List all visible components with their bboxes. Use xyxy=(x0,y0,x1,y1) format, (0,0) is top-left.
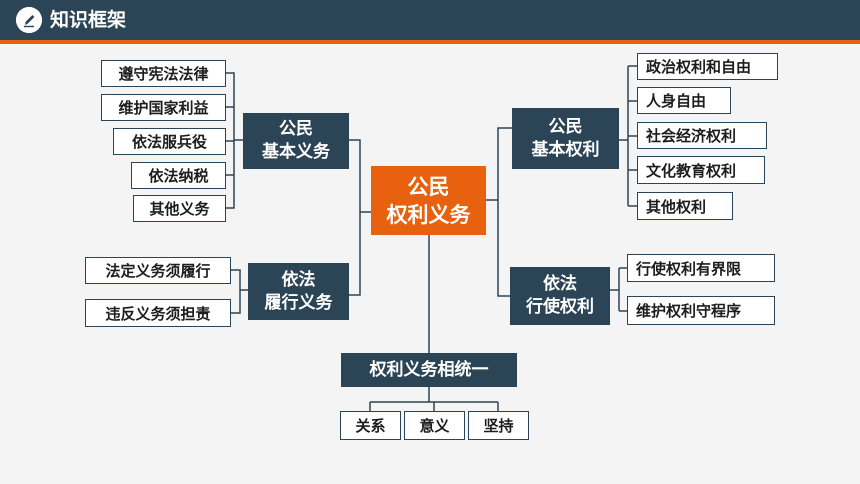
unity-node: 权利义务相统一 xyxy=(341,353,517,387)
duty-leaf-5: 其他义务 xyxy=(133,195,226,222)
duty-leaf-4: 依法纳税 xyxy=(131,162,226,189)
basic-duties-node: 公民 基本义务 xyxy=(243,113,349,169)
unity-label: 权利义务相统一 xyxy=(369,359,489,380)
header-accent-line xyxy=(0,40,860,44)
exercise-leaf-2: 维护权利守程序 xyxy=(627,296,775,325)
basic-rights-line2: 基本权利 xyxy=(531,139,600,160)
right-leaf-5: 其他权利 xyxy=(637,192,733,220)
header-bar xyxy=(0,0,860,40)
pencil-icon xyxy=(16,7,42,33)
exercise-rights-line2: 行使权利 xyxy=(526,297,594,317)
fulfill-duties-line1: 依法 xyxy=(281,269,316,290)
center-node-line1: 公民 xyxy=(407,174,450,199)
duty-leaf-1: 遵守宪法法律 xyxy=(101,60,226,87)
unity-leaf-persist: 坚持 xyxy=(468,411,529,440)
basic-rights-node: 公民 基本权利 xyxy=(512,108,619,169)
basic-rights-line1: 公民 xyxy=(548,116,583,137)
center-node: 公民 权利义务 xyxy=(371,166,486,235)
basic-duties-line2: 基本义务 xyxy=(262,142,330,162)
right-leaf-4: 文化教育权利 xyxy=(637,156,765,184)
duty-leaf-3: 依法服兵役 xyxy=(113,128,226,155)
unity-leaf-meaning: 意义 xyxy=(404,411,465,440)
unity-leaf-relation: 关系 xyxy=(340,411,401,440)
center-node-line2: 权利义务 xyxy=(386,202,471,227)
page-title: 知识框架 xyxy=(50,9,127,31)
basic-duties-line1: 公民 xyxy=(279,119,313,139)
right-leaf-1: 政治权利和自由 xyxy=(637,53,778,80)
right-leaf-2: 人身自由 xyxy=(637,87,731,114)
fulfill-leaf-2: 违反义务须担责 xyxy=(85,299,231,327)
exercise-rights-node: 依法 行使权利 xyxy=(510,267,610,325)
duty-leaf-2: 维护国家利益 xyxy=(101,94,226,121)
fulfill-duties-line2: 履行义务 xyxy=(264,292,333,313)
exercise-rights-line1: 依法 xyxy=(543,274,577,294)
fulfill-duties-node: 依法 履行义务 xyxy=(248,263,349,320)
exercise-leaf-1: 行使权利有界限 xyxy=(627,254,775,282)
right-leaf-3: 社会经济权利 xyxy=(637,122,767,149)
fulfill-leaf-1: 法定义务须履行 xyxy=(85,257,231,284)
